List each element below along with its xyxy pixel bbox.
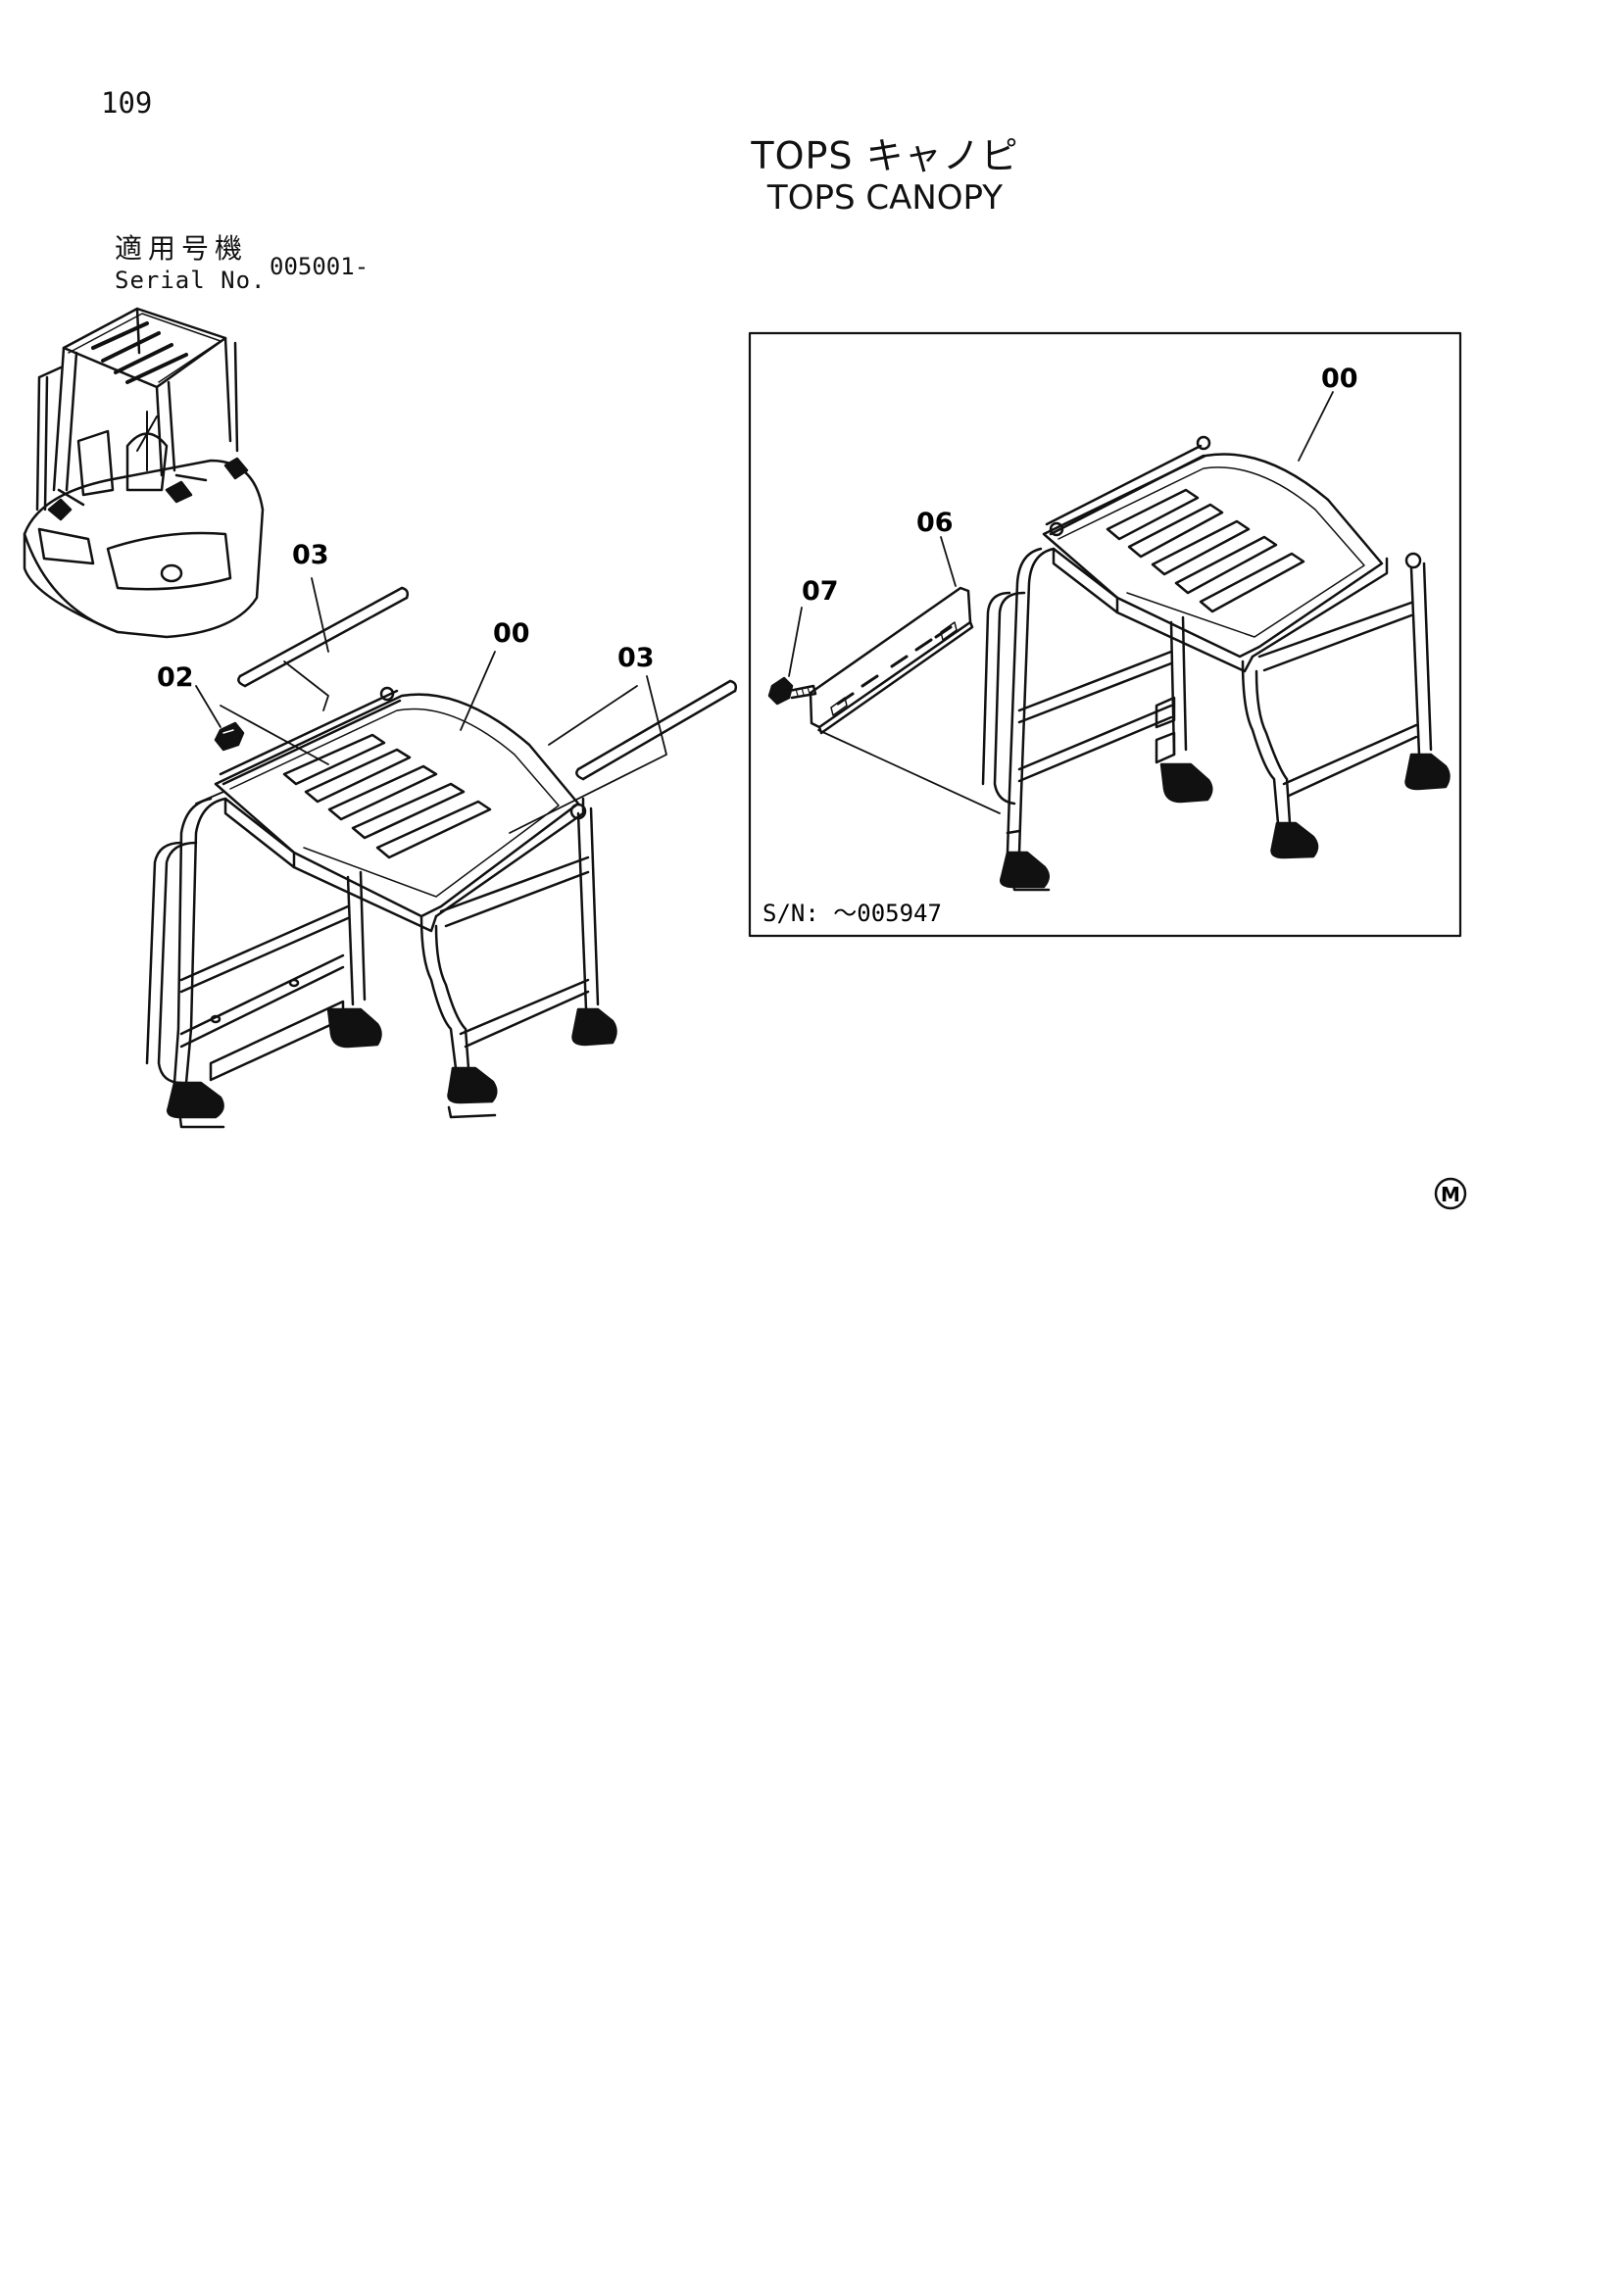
callout-03-right: 03 — [617, 643, 655, 673]
circled-m-mark — [1434, 1177, 1467, 1210]
part-06-plate — [809, 586, 974, 735]
callout-00-main: 00 — [493, 618, 530, 649]
circled-m-letter: M — [1441, 1183, 1460, 1206]
inset-serial-note: S/N: ～005947 — [762, 900, 942, 927]
page-title-japanese: TOPS キャノピ — [751, 134, 1019, 177]
page-number: 109 — [101, 86, 153, 120]
part-02-nut — [214, 721, 245, 752]
callout-03-left: 03 — [292, 540, 329, 570]
excavator-overview-illustration — [23, 307, 265, 639]
part-07-bolt — [767, 676, 817, 706]
leader-lines-inset — [788, 391, 1334, 814]
page-title-english: TOPS CANOPY — [766, 178, 1004, 218]
callout-00-inset: 00 — [1321, 364, 1358, 394]
part-03-bar-right — [575, 679, 738, 781]
serial-label-japanese: 適用号機 — [115, 232, 249, 265]
serial-label-english: Serial No. — [115, 267, 267, 294]
main-canopy-illustration — [145, 686, 617, 1129]
part-03-bar-left — [237, 586, 410, 688]
callout-07: 07 — [802, 576, 839, 607]
callout-06: 06 — [916, 508, 954, 538]
callout-02: 02 — [157, 662, 194, 693]
inset-canopy-illustration — [981, 435, 1451, 892]
leader-lines-main — [195, 577, 667, 834]
inset-frame — [748, 331, 1462, 938]
serial-range-value: 005001- — [270, 253, 369, 280]
